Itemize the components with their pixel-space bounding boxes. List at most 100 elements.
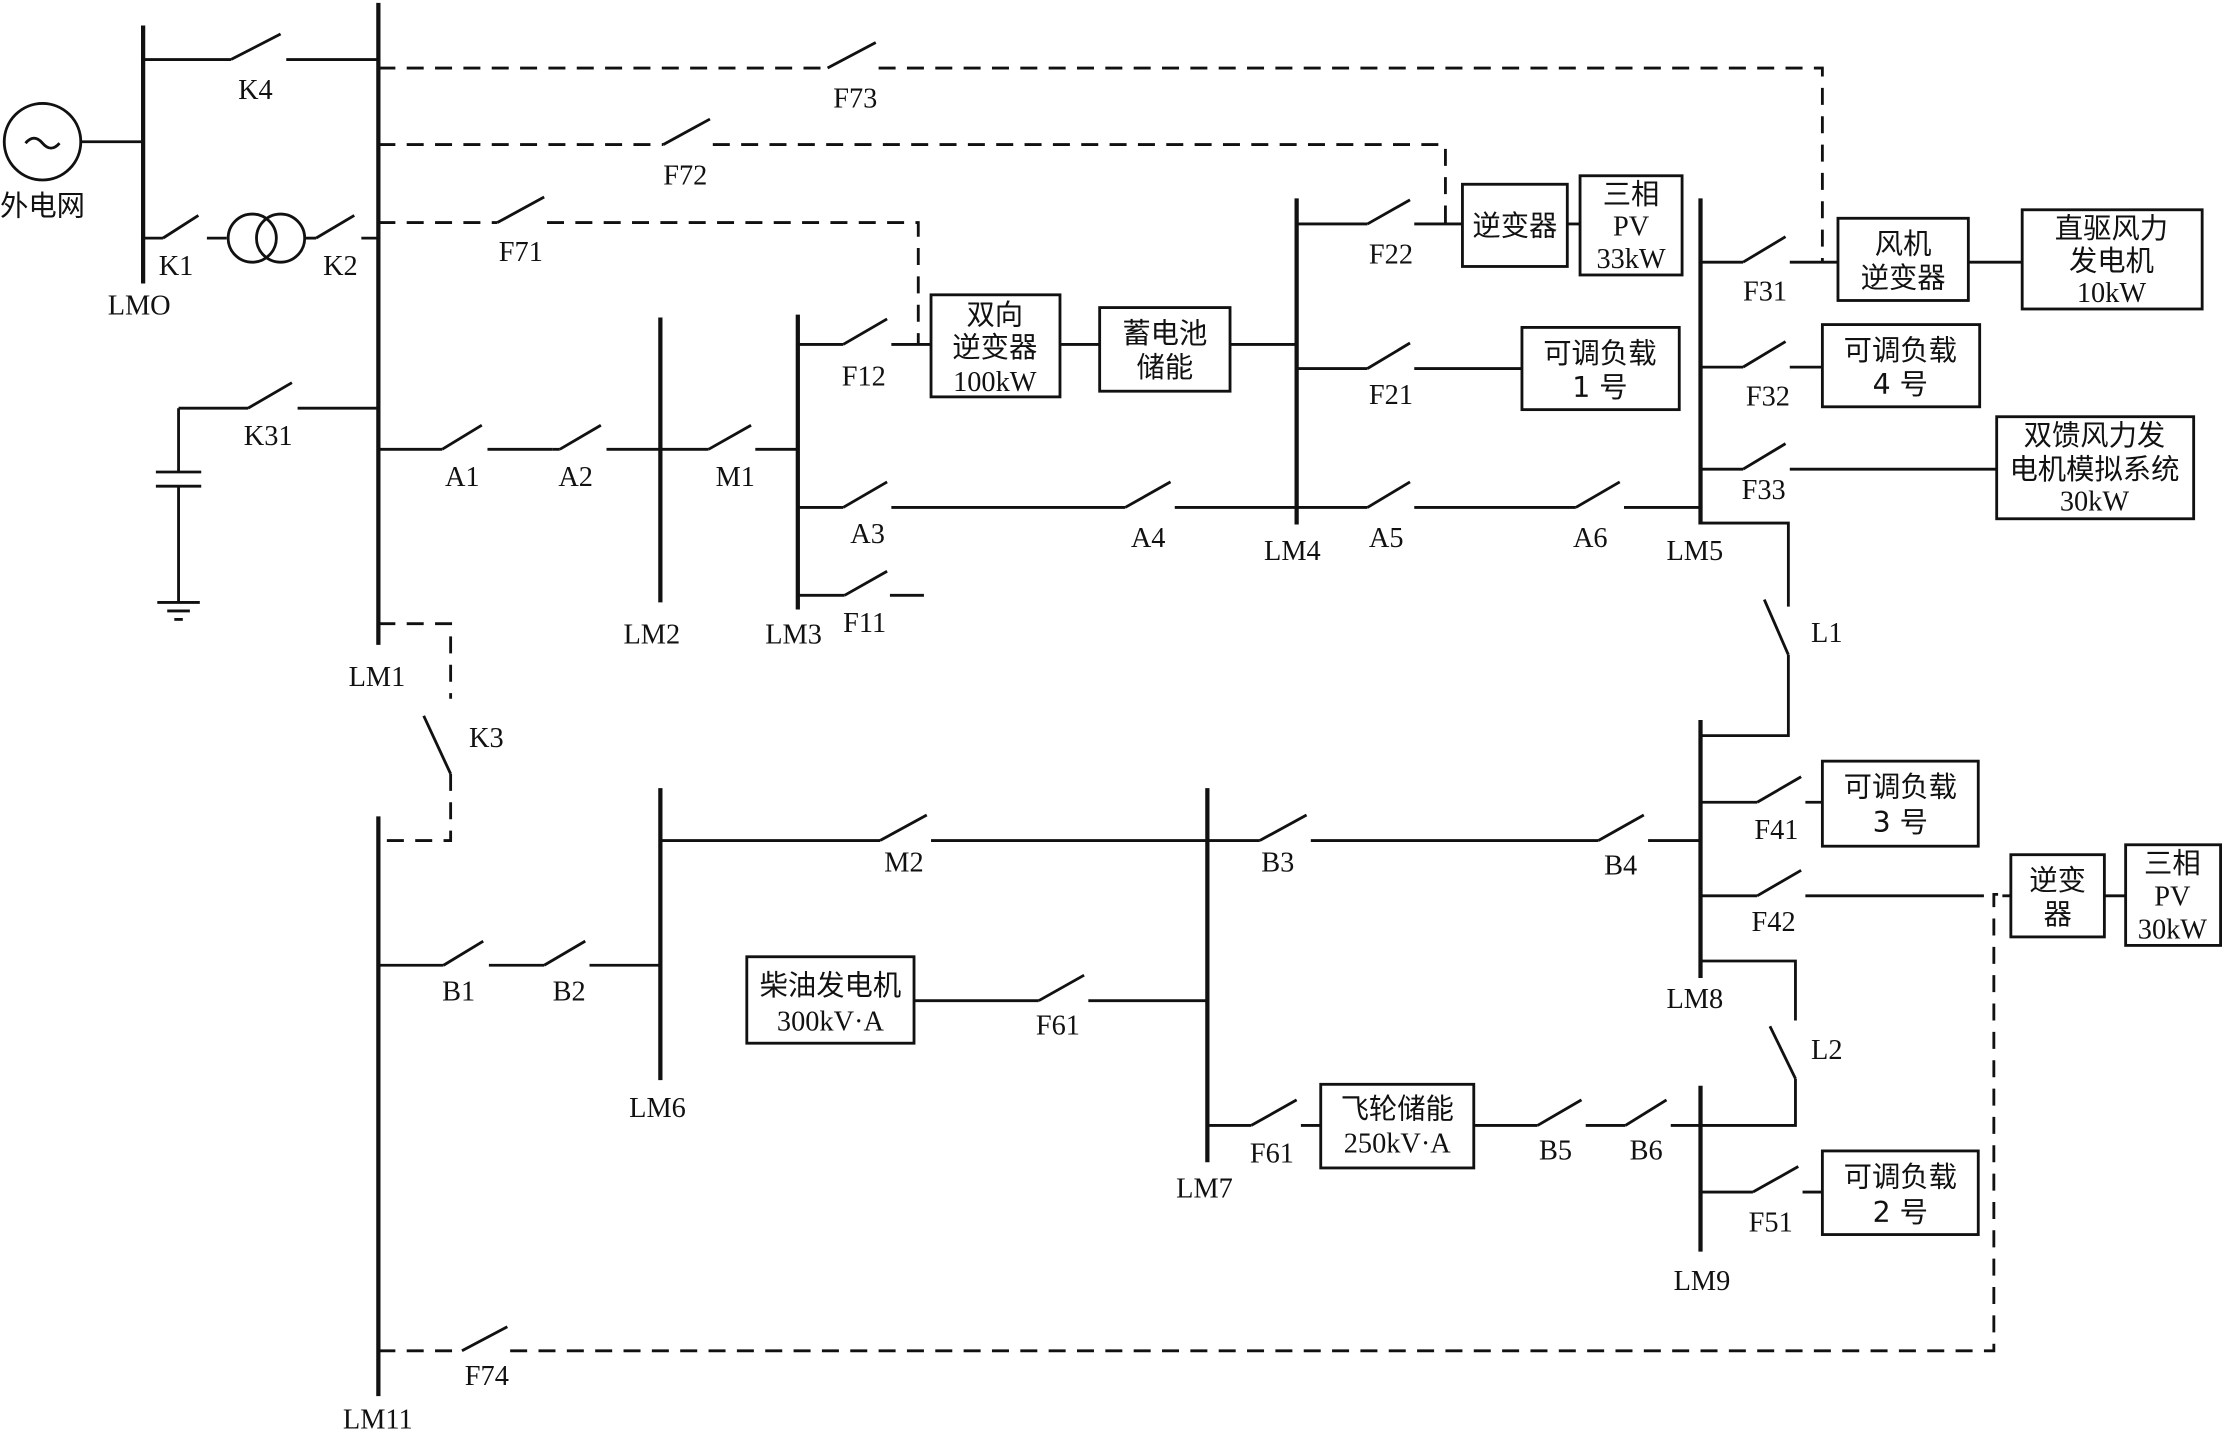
switch-label-F72: F72 [663, 160, 707, 191]
switch-label-F51: F51 [1749, 1208, 1793, 1239]
switch-M1[interactable] [660, 423, 798, 451]
svg-text:PV: PV [2154, 882, 2191, 913]
device-diesel-generator[interactable]: 柴油发电机 300kV·A [745, 955, 916, 1045]
switch-K3[interactable] [378, 622, 453, 842]
device-pv-inverter-33[interactable]: 逆变器 [1461, 182, 1569, 268]
switch-label-B1: B1 [442, 977, 475, 1008]
device-adjustable-load-3[interactable]: 可调负载 3 号 [1820, 759, 1980, 848]
ground-icon [157, 600, 200, 621]
switch-label-B4: B4 [1604, 851, 1637, 882]
switch-label-F21: F21 [1369, 380, 1413, 411]
device-adjustable-load-1[interactable]: 可调负载 1 号 [1520, 326, 1681, 412]
svg-text:双向: 双向 [966, 299, 1023, 332]
switch-A5[interactable] [1296, 480, 1576, 509]
switch-B2[interactable] [543, 939, 661, 967]
device-flywheel-storage[interactable]: 飞轮储能 250kV·A [1319, 1082, 1476, 1170]
switch-label-F61-flywheel: F61 [1250, 1138, 1294, 1169]
switch-label-F33: F33 [1742, 475, 1786, 506]
svg-text:风机: 风机 [1875, 228, 1932, 261]
switch-label-F61-diesel: F61 [1036, 1011, 1080, 1042]
switch-label-B3: B3 [1261, 848, 1294, 879]
device-direct-drive-wind-generator[interactable]: 直驱风力 发电机 10kW [2020, 208, 2204, 311]
switch-label-K1: K1 [159, 251, 194, 282]
svg-text:33kW: 33kW [1596, 244, 1665, 275]
switch-K2[interactable] [304, 214, 379, 240]
svg-text:4 号: 4 号 [1873, 368, 1928, 401]
switch-label-F22: F22 [1369, 240, 1413, 271]
svg-text:可调负载: 可调负载 [1844, 771, 1957, 804]
switch-F61-diesel[interactable] [914, 973, 1208, 1003]
switch-F33[interactable] [1700, 442, 1997, 471]
switch-F71[interactable] [378, 195, 920, 345]
switch-K4[interactable] [143, 32, 379, 61]
switch-B1[interactable] [378, 939, 545, 967]
switch-F31[interactable] [1700, 235, 1838, 264]
switch-A6[interactable] [1575, 480, 1701, 509]
switch-label-A5: A5 [1369, 523, 1404, 554]
svg-text:3 号: 3 号 [1873, 806, 1928, 839]
device-adjustable-load-2[interactable]: 可调负载 2 号 [1820, 1149, 1980, 1236]
switch-F12[interactable] [797, 317, 932, 346]
switch-label-F42: F42 [1752, 907, 1796, 938]
switch-A2[interactable] [552, 423, 661, 451]
switch-L2[interactable] [1700, 959, 1797, 1127]
device-pv-30kw[interactable]: 三相 PV 30kW [2124, 843, 2222, 947]
switch-label-F74: F74 [465, 1361, 509, 1392]
svg-text:30kW: 30kW [2138, 914, 2207, 945]
bus-label-LM3: LM3 [765, 620, 822, 651]
svg-text:双馈风力发: 双馈风力发 [2024, 419, 2166, 452]
switch-L1[interactable] [1700, 521, 1790, 738]
switch-F42[interactable] [1700, 869, 2011, 898]
switch-label-F71: F71 [499, 237, 543, 268]
device-pv-33kw[interactable]: 三相 PV 33kW [1578, 174, 1684, 277]
device-battery-storage[interactable]: 蓄电池 储能 [1098, 306, 1232, 393]
switch-M2[interactable] [660, 813, 1208, 842]
svg-text:可调负载: 可调负载 [1844, 334, 1957, 367]
svg-text:100kW: 100kW [953, 367, 1037, 398]
switch-A4[interactable] [1124, 480, 1297, 509]
device-dfig-simulation-system[interactable]: 双馈风力发 电机模拟系统 30kW [1995, 415, 2196, 521]
svg-text:PV: PV [1613, 211, 1650, 242]
svg-text:器: 器 [2043, 898, 2071, 931]
device-wind-inverter[interactable]: 风机 逆变器 [1836, 216, 1970, 302]
switch-F73[interactable] [378, 41, 1824, 263]
switch-F21[interactable] [1296, 341, 1522, 370]
device-adjustable-load-4[interactable]: 可调负载 4 号 [1820, 323, 1982, 409]
svg-text:飞轮储能: 飞轮储能 [1341, 1092, 1454, 1125]
switch-label-K2: K2 [323, 251, 358, 282]
svg-text:2 号: 2 号 [1873, 1196, 1928, 1229]
switch-F72[interactable] [378, 117, 1447, 224]
switch-K31[interactable] [178, 381, 379, 410]
switch-K1[interactable] [143, 214, 227, 240]
svg-text:三相: 三相 [1603, 178, 1660, 211]
device-pv-inverter-30[interactable]: 逆变 器 [2009, 853, 2106, 939]
switch-label-F41: F41 [1754, 815, 1798, 846]
switch-label-F31: F31 [1743, 276, 1787, 307]
switch-F51[interactable] [1700, 1165, 1823, 1194]
switch-F41[interactable] [1700, 775, 1823, 804]
svg-text:蓄电池: 蓄电池 [1122, 317, 1207, 350]
bus-label-LM11: LM11 [343, 1405, 413, 1433]
switch-B3[interactable] [1207, 813, 1599, 842]
switch-B4[interactable] [1597, 813, 1701, 842]
switch-label-B2: B2 [553, 977, 586, 1008]
switch-A3[interactable] [797, 480, 1126, 509]
svg-text:300kV·A: 300kV·A [777, 1006, 885, 1037]
device-bi-inverter[interactable]: 双向 逆变器 100kW [929, 293, 1062, 399]
switch-F32[interactable] [1700, 340, 1823, 369]
svg-text:10kW: 10kW [2077, 278, 2146, 309]
svg-text:30kW: 30kW [2060, 486, 2129, 517]
switch-A1[interactable] [378, 424, 553, 451]
svg-text:可调负载: 可调负载 [1543, 337, 1656, 370]
switch-F61-flywheel[interactable] [1207, 1098, 1321, 1127]
switch-label-K3: K3 [469, 723, 504, 754]
switch-F11[interactable] [797, 569, 924, 597]
switch-F22[interactable] [1296, 198, 1463, 226]
svg-text:柴油发电机: 柴油发电机 [760, 969, 902, 1002]
svg-text:逆变器: 逆变器 [1472, 209, 1557, 242]
switch-F74[interactable] [378, 892, 2011, 1353]
bus-label-LM4: LM4 [1264, 536, 1321, 567]
switch-B5[interactable] [1473, 1098, 1626, 1127]
switch-label-F11: F11 [843, 608, 886, 639]
switch-B6[interactable] [1624, 1098, 1701, 1127]
